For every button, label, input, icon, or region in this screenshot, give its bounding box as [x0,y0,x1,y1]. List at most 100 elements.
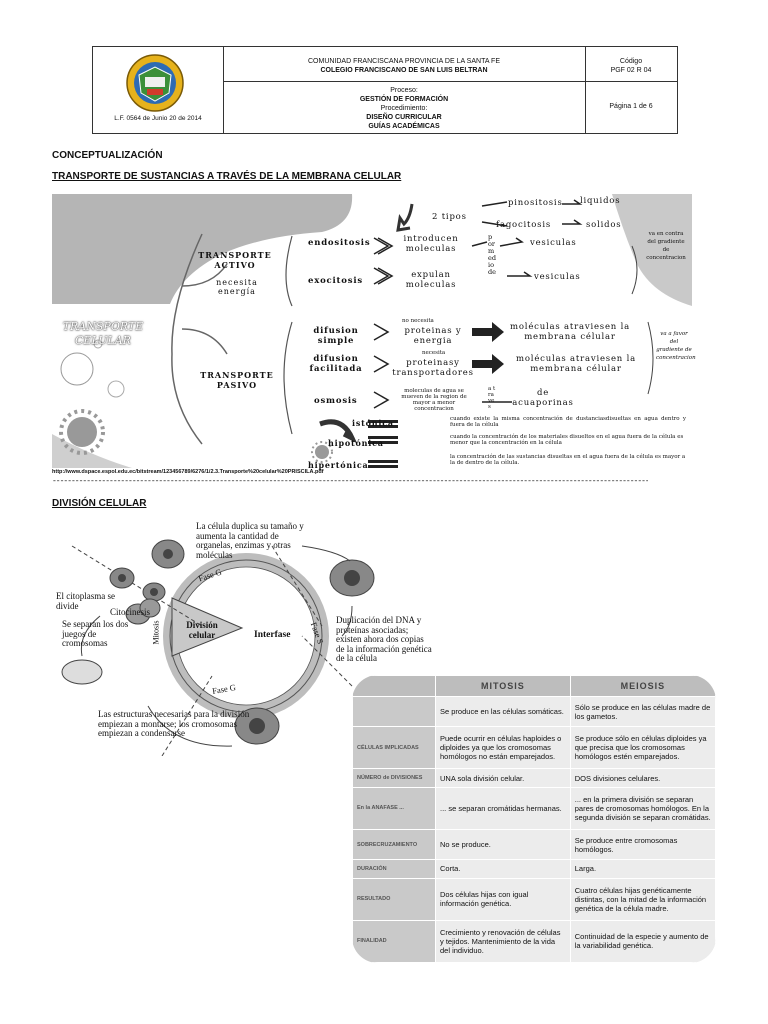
contra-gradiente-label: va en contra del gradiente de concentrac… [646,231,686,261]
codigo-value: PGF 02 R 04 [610,67,652,74]
transporte-celular-label: TRANSPORTE CELULAR [62,320,144,347]
meiosis-cell: Se produce entre cromosomas homólogos. [569,828,716,861]
introducen-label: introducen moleculas [403,234,459,254]
table-row: Se produce en las células somáticas.Sólo… [352,695,716,728]
duplica-caption: La célula duplica su tamaño y aumenta la… [196,521,304,560]
table-row: En la ANAFASE ...... se separan cromátid… [352,786,716,830]
pinositosis-label: pinositosis [508,198,563,208]
logo-cell: L.F. 0564 de Junio 20 de 2014 [93,47,224,133]
exocitosis-label: exocitosis [308,276,363,286]
procedimiento-value-1: DISEÑO CURRICULAR [366,114,442,121]
dashed-divider: ----------------------------------------… [52,477,648,486]
membrane-transport-diagram: TRANSPORTE CELULAR TRANSPORTE ACTIVO nec… [52,194,696,470]
hipotonica-label: hipotónica [328,438,384,448]
transporte-activo-label: TRANSPORTE ACTIVO [198,250,272,270]
dos-tipos-label: 2 tipos [432,212,467,222]
liquidos-label: liquidos [580,196,621,206]
comparison-table: MITOSIS MEIOSIS Se produce en las célula… [352,675,716,963]
osmosis-description: moleculas de agua se mueven de la region… [401,388,467,412]
row-label: DURACIÓN [352,859,436,879]
elongated-cell-icon [61,659,103,685]
row-label [352,695,436,728]
org-line-1: COMUNIDAD FRANCISCANA PROVINCIA DE LA SA… [307,58,501,65]
solidos-label: solidos [586,220,622,230]
transporte-pasivo-label: TRANSPORTE PASIVO [200,370,274,390]
cell-icon-4 [329,559,375,597]
header-blank [352,675,436,697]
favor-gradiente-label: va a favor del gradiente de concentracio… [656,331,696,361]
proteinas-energia-label: proteinas y energia [404,326,462,346]
moleculas-label-2: moléculas atraviesen la membrana célular [516,354,636,374]
row-label: SOBRECRUZAMIENTO [352,828,436,861]
row-label: RESULTADO [352,877,436,921]
isotonica-label: istónica [352,418,394,428]
cell-cycle-graphic [61,539,375,756]
page-number: Página 1 de 6 [609,103,653,110]
codigo-label: Código [619,58,643,65]
mitosis-cell: Puede ocurrir en células haploides o dip… [435,726,571,770]
code-cell: Código PGF 02 R 04 Página 1 de 6 [585,47,677,133]
proteinas-transportadores-label: proteinasy transportadores [392,358,474,378]
osmosis-label: osmosis [314,396,358,406]
separan-caption: Se separan los dos juegos de cromosomas [62,619,129,648]
mitosis-label: Mitosis [151,620,161,645]
difusion-facilitada-label: difusion facilitada [309,354,363,374]
citocinesis-label: Citocinesis [110,607,150,617]
membrane-transport-title: TRANSPORTE DE SUSTANCIAS A TRAVÉS DE LA … [52,171,402,182]
hipotonica-description: cuando la concentración de los materiale… [450,434,684,446]
mitosis-meiosis-table: MITOSIS MEIOSIS Se produce en las célula… [352,675,716,963]
virus-icon [59,409,105,455]
mitosis-cell: Corta. [435,859,571,879]
vesiculas-label-2: vesiculas [534,272,581,282]
citoplasma-caption: El citoplasma se divide [56,591,115,611]
source-url[interactable]: http://www.dspace.espol.edu.ec/bitstream… [52,469,324,475]
isotonica-description: cuando existe la misma concentración de … [450,416,686,428]
curved-arrow-icon [319,419,358,444]
conceptualizacion-title: CONCEPTUALIZACIÓN [52,150,163,161]
necesita-label: necesita [422,350,446,356]
cell-cycle-diagram: La célula duplica su tamaño y aumenta la… [52,516,432,756]
mitosis-cell: ... se separan cromátidas hermanas. [435,786,571,830]
division-celular-label: División celular [186,620,218,640]
meiosis-cell: Larga. [569,859,716,879]
meiosis-cell: DOS divisiones celulares. [569,768,716,788]
meiosis-cell: ... en la primera división se separan pa… [569,786,716,830]
meiosis-cell: Se produce sólo en células diploides ya … [569,726,716,770]
hipertonica-description: la concentración de las sustancias disue… [450,454,686,466]
estructuras-caption: Las estructuras necesarias para la divis… [98,709,250,738]
virus-icon-small [311,441,333,463]
row-label: CÉLULAS IMPLICADAS [352,726,436,770]
cell-icon-5 [234,707,280,745]
header-mitosis: MITOSIS [435,675,571,697]
duplicacion-caption: Duplicación del DNA y proteínas asociada… [336,615,432,663]
lf-text: L.F. 0564 de Junio 20 de 2014 [114,115,202,122]
curved-arrow-icon-top [396,203,414,232]
a-traves-label: a traves [488,386,496,410]
proceso-label: Proceso: [390,87,418,94]
vesiculas-label-1: vesiculas [530,238,577,248]
table-header-row: MITOSIS MEIOSIS [352,675,716,697]
row-label: NÚMERO de DIVISIONES [352,768,436,788]
membrane-background [52,194,692,468]
fagocitosis-label: fagocitosis [496,220,552,230]
de-acuaporinas-label: de acuaporinas [512,388,574,408]
meiosis-cell: Cuatro células hijas genéticamente disti… [569,877,716,921]
difusion-simple-label: difusion simple [313,326,359,346]
hipertonica-label: hipertónica [308,460,369,470]
expulan-label: expulan moleculas [405,270,457,290]
cell-icon-2 [109,567,135,589]
proceso-value: GESTIÓN DE FORMACIÓN [359,96,449,103]
row-label: En la ANAFASE ... [352,786,436,830]
mitosis-cell: Crecimiento y renovación de células y te… [435,919,571,963]
mitosis-cell: UNA sola división celular. [435,768,571,788]
document-header: L.F. 0564 de Junio 20 de 2014 COMUNIDAD … [92,46,678,134]
cell-icon-3 [142,582,166,602]
mitosis-cell: Dos células hijas con igual información … [435,877,571,921]
org-cell: COMUNIDAD FRANCISCANA PROVINCIA DE LA SA… [223,47,586,133]
